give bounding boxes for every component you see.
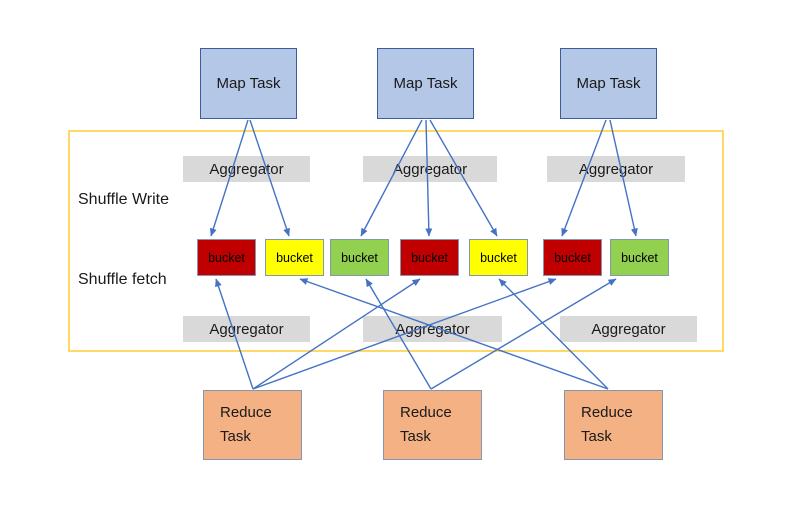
shuffle-write-label: Shuffle Write: [78, 191, 170, 208]
write-aggregator-1: Aggregator: [183, 156, 310, 182]
fetch-aggregator-3: Aggregator: [560, 316, 697, 342]
bucket-box-1: bucket: [197, 239, 256, 276]
map-task-box-3: Map Task: [560, 48, 657, 119]
fetch-aggregator-2: Aggregator: [363, 316, 502, 342]
reduce-task-box-3: Reduce Task: [564, 390, 663, 460]
bucket-box-4: bucket: [400, 239, 459, 276]
bucket-box-7: bucket: [610, 239, 669, 276]
write-aggregator-2: Aggregator: [363, 156, 497, 182]
reduce-task-label-line2: Task: [220, 428, 251, 445]
bucket-box-2: bucket: [265, 239, 324, 276]
fetch-aggregator-1: Aggregator: [183, 316, 310, 342]
reduce-task-label-line2: Task: [581, 428, 612, 445]
bucket-box-6: bucket: [543, 239, 602, 276]
reduce-task-box-1: Reduce Task: [203, 390, 302, 460]
map-task-box-2: Map Task: [377, 48, 474, 119]
shuffle-fetch-label: Shuffle fetch: [78, 271, 167, 288]
bucket-box-5: bucket: [469, 239, 528, 276]
write-aggregator-3: Aggregator: [547, 156, 685, 182]
reduce-task-label-line1: Reduce: [220, 404, 272, 421]
reduce-task-label-line1: Reduce: [581, 404, 633, 421]
reduce-task-box-2: Reduce Task: [383, 390, 482, 460]
reduce-task-label-line1: Reduce: [400, 404, 452, 421]
reduce-task-label-line2: Task: [400, 428, 431, 445]
map-task-box-1: Map Task: [200, 48, 297, 119]
bucket-box-3: bucket: [330, 239, 389, 276]
